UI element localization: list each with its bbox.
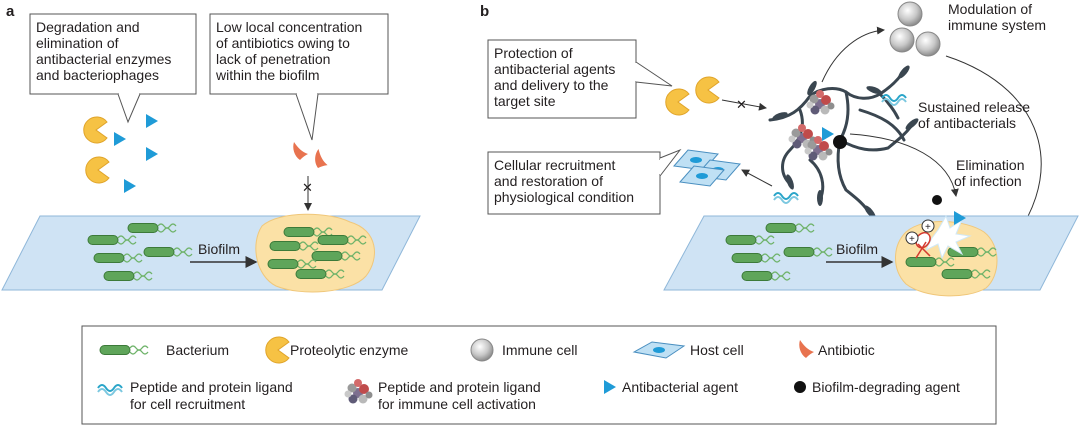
callout-degradation-line2: elimination of	[36, 35, 119, 51]
svg-text:+: +	[909, 234, 915, 245]
proteolytic-enzyme-icon	[83, 116, 108, 144]
release-arrow	[849, 133, 959, 197]
callout-low-line4: within the biofilm	[215, 67, 320, 83]
blocked-arrow	[721, 99, 767, 111]
antibiotic-icon	[293, 142, 308, 160]
legend-biofilm-degrading-icon	[794, 381, 806, 393]
callout-low-line3: lack of penetration	[216, 51, 330, 67]
callout-low-concentration: Low local concentration of antibiotics o…	[209, 13, 389, 141]
biofilm-degrading-agent-icon	[833, 135, 847, 149]
legend-bacterium-label: Bacterium	[166, 342, 229, 358]
callout-protection-line1: Protection of	[494, 45, 573, 61]
callout-recruitment-line3: physiological condition	[494, 189, 634, 205]
hydrogel-leaves	[772, 65, 919, 219]
immune-cell-icon	[889, 27, 915, 53]
antibacterial-agent-icon	[822, 127, 834, 141]
legend-immune-cell-icon	[470, 338, 494, 362]
callout-recruitment: Cellular recruitment and restoration of …	[487, 148, 682, 215]
immune-ligand-icon	[804, 136, 833, 161]
recruit-arrow	[741, 169, 773, 187]
block-x-icon: ✕	[736, 97, 747, 112]
sustained-line2: of antibacterials	[918, 115, 1016, 131]
legend-peptide-immune-line2: for immune cell activation	[378, 396, 536, 412]
elimination-line1: Elimination	[956, 157, 1024, 173]
legend-proteolytic-label: Proteolytic enzyme	[290, 342, 408, 358]
elimination-burst-icon: + +	[905, 214, 972, 260]
legend-antibiotic-label: Antibiotic	[818, 342, 875, 358]
legend-host-cell-label: Host cell	[690, 342, 744, 358]
elimination-line2: of infection	[954, 173, 1022, 189]
legend-host-cell-icon	[632, 341, 686, 359]
immune-cell-icon	[915, 31, 941, 57]
panel-a-letter: a	[6, 3, 15, 20]
legend-peptide-immune-line1: Peptide and protein ligand	[378, 379, 541, 395]
legend-biofilm-degrading-label: Biofilm-degrading agent	[812, 379, 960, 395]
recruitment-peptide-icon	[773, 192, 799, 204]
legend-antibacterial-label: Antibacterial agent	[622, 379, 738, 395]
svg-text:+: +	[925, 222, 931, 233]
immune-cell-icon	[897, 1, 923, 27]
antibacterial-agent-icon	[146, 147, 158, 161]
callout-protection-line3: and delivery to the	[494, 77, 609, 93]
callout-low-line2: of antibiotics owing to	[216, 35, 350, 51]
recruitment-peptide-icon	[881, 94, 907, 106]
host-cells	[673, 149, 741, 187]
immune-arrow	[821, 26, 885, 83]
sustained-line1: Sustained release	[918, 99, 1030, 115]
callout-degradation-line1: Degradation and	[36, 19, 140, 35]
antibacterial-agent-icon	[146, 114, 158, 128]
legend-immune-cell-label: Immune cell	[502, 342, 577, 358]
modulation-line1: Modulation of	[948, 1, 1032, 17]
biofilm-label-a: Biofilm	[198, 241, 240, 257]
callout-degradation-line4: and bacteriophages	[36, 67, 159, 83]
callout-protection-line2: antibacterial agents	[494, 61, 615, 77]
antibacterial-agent-icon	[114, 132, 126, 146]
legend-peptide-recruit-line2: for cell recruitment	[130, 396, 245, 412]
callout-low-line1: Low local concentration	[216, 19, 362, 35]
proteolytic-enzyme-icon	[665, 88, 690, 116]
biofilm-degrading-agent-icon	[932, 195, 942, 205]
legend-peptide-recruit-line1: Peptide and protein ligand	[130, 379, 293, 395]
callout-degradation: Degradation and elimination of antibacte…	[29, 13, 197, 124]
modulation-line2: immune system	[948, 17, 1046, 33]
proteolytic-enzyme-icon	[695, 76, 720, 104]
proteolytic-enzyme-icon	[85, 156, 110, 184]
panel-b-letter: b	[480, 3, 489, 20]
callout-recruitment-line2: and restoration of	[494, 173, 603, 189]
antibiotic-icon	[311, 148, 332, 171]
callout-recruitment-line1: Cellular recruitment	[494, 157, 615, 173]
callout-protection-line4: target site	[494, 93, 556, 109]
callout-degradation-line3: antibacterial enzymes	[36, 51, 171, 67]
callout-protection: Protection of antibacterial agents and d…	[487, 39, 673, 119]
block-x-icon: ✕	[302, 180, 313, 195]
biofilm-label-b: Biofilm	[836, 241, 878, 257]
legend-box	[81, 325, 997, 425]
antibacterial-agent-icon	[124, 179, 136, 193]
